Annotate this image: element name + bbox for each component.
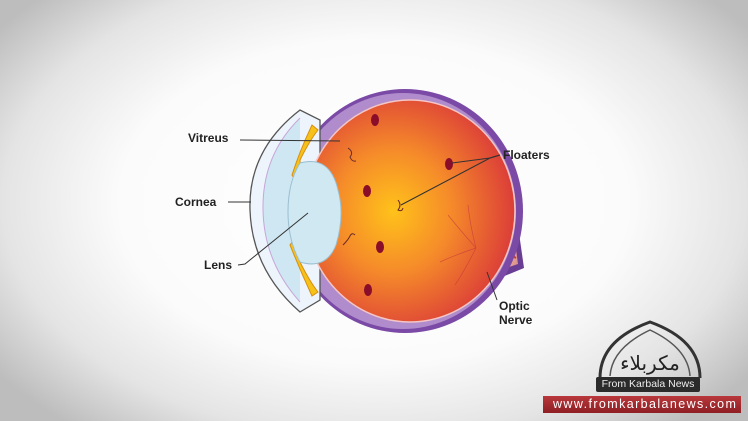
label-lens: Lens xyxy=(204,258,233,272)
watermark-url: www.fromkarbalanews.com xyxy=(543,396,741,413)
label-vitreus: Vitreus xyxy=(188,131,229,145)
label-optic-nerve: Optic Nerve xyxy=(499,299,532,327)
lens xyxy=(287,161,342,265)
label-cornea: Cornea xyxy=(175,195,217,209)
leader-lines xyxy=(228,139,501,301)
logo-caption: From Karbala News xyxy=(596,377,700,392)
floaters xyxy=(363,114,453,296)
label-floaters: Floaters xyxy=(503,148,550,162)
label-optic: Optic xyxy=(499,299,530,313)
svg-text:مكربلاء: مكربلاء xyxy=(620,351,680,375)
karbala-logo-emblem: مكربلاء xyxy=(598,320,702,379)
label-nerve: Nerve xyxy=(499,313,533,327)
